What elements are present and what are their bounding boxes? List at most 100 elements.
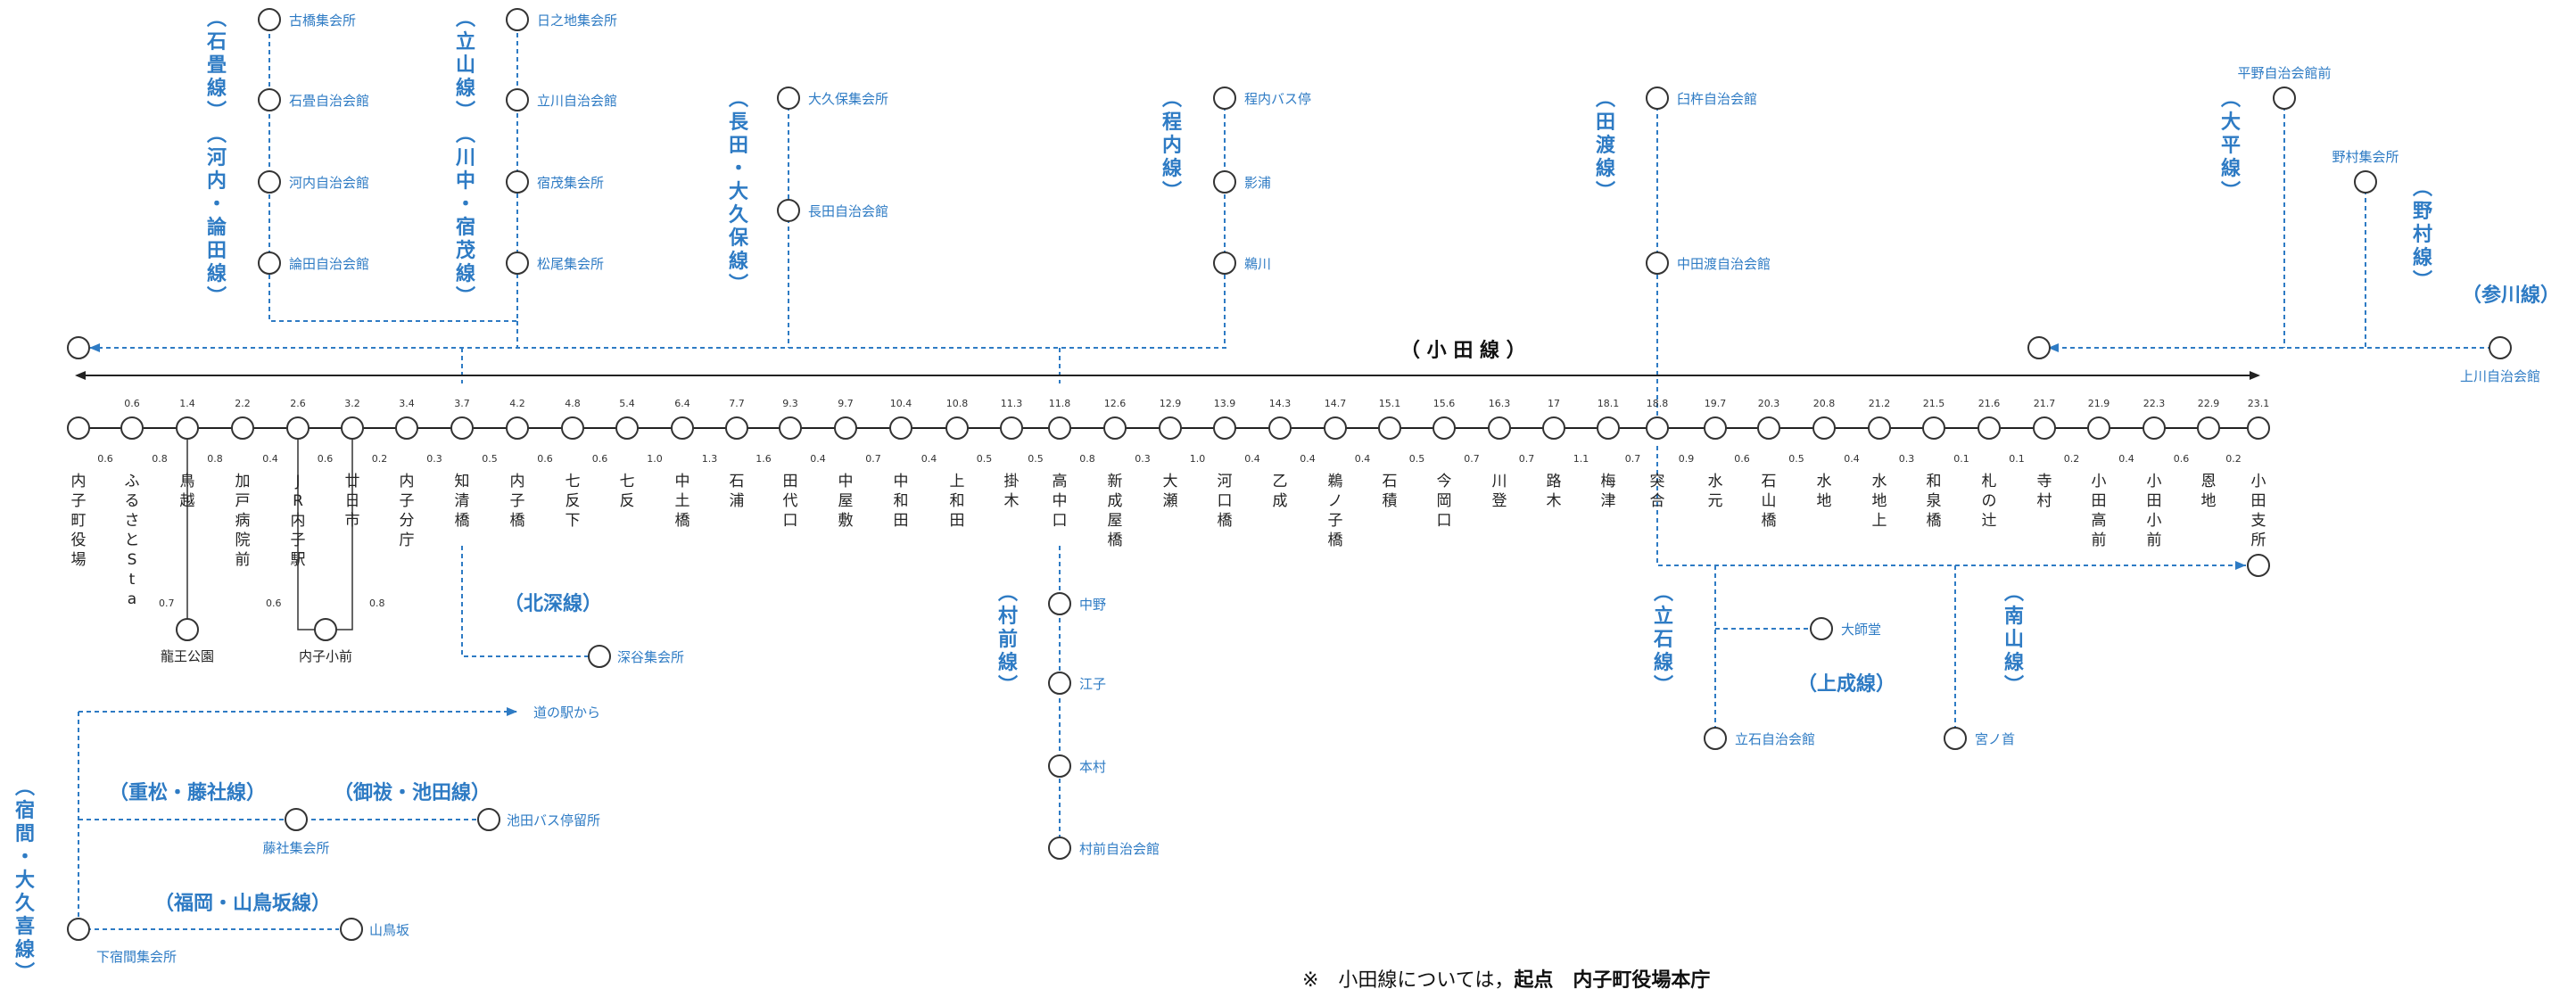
station-fujisha[interactable] (285, 808, 308, 831)
station-km: 3.7 (454, 398, 470, 409)
station-tateishi[interactable] (1704, 727, 1727, 750)
station-34[interactable] (1922, 416, 1945, 440)
station-31[interactable] (1757, 416, 1780, 440)
station-ishidatami[interactable] (258, 88, 281, 111)
station-27[interactable] (1542, 416, 1565, 440)
arrow-right-icon (507, 707, 517, 716)
station-33[interactable] (1868, 416, 1891, 440)
arrow-left-icon (2048, 343, 2059, 352)
station-1[interactable] (120, 416, 144, 440)
station-23[interactable] (1324, 416, 1347, 440)
line-label-fukuoka: （福岡・山鳥坂線） (154, 892, 331, 915)
station-eko[interactable] (1048, 672, 1071, 695)
segment-distance: 0.1 (2009, 453, 2025, 465)
station-24[interactable] (1378, 416, 1401, 440)
station-muramae[interactable] (1048, 837, 1071, 860)
station-name: 川登 (1492, 473, 1507, 510)
station-name: 札の辻 (1982, 473, 1997, 530)
uchikoshou-link (297, 439, 353, 630)
station-18[interactable] (1048, 416, 1071, 440)
station-hodouchi[interactable] (1213, 87, 1236, 110)
segment-distance: 0.4 (1355, 453, 1371, 465)
segment-distance: 0.8 (152, 453, 168, 465)
station-5[interactable] (341, 416, 364, 440)
station-8[interactable] (506, 416, 529, 440)
station-name: 鵜ノ子橋 (1328, 473, 1343, 549)
station-28[interactable] (1597, 416, 1620, 440)
station-4[interactable] (286, 416, 310, 440)
station-10[interactable] (615, 416, 639, 440)
station-32[interactable] (1812, 416, 1836, 440)
station-ikeda[interactable] (477, 808, 500, 831)
upper-left-terminal[interactable] (67, 336, 90, 359)
station-km: 20.8 (1813, 398, 1836, 409)
station-km: 3.4 (399, 398, 415, 409)
station-7[interactable] (450, 416, 474, 440)
station-0[interactable] (67, 416, 90, 440)
station-hirano[interactable] (2273, 87, 2296, 110)
station-km: 13.9 (1214, 398, 1236, 409)
stop-label: 古橋集会所 (289, 12, 356, 29)
station-shukumo[interactable] (506, 170, 529, 194)
station-daishido[interactable] (1810, 617, 1833, 640)
station-36[interactable] (2033, 416, 2056, 440)
station-14[interactable] (834, 416, 857, 440)
station-39[interactable] (2197, 416, 2220, 440)
station-ookubo[interactable] (777, 87, 800, 110)
station-nakatawatari[interactable] (1646, 251, 1669, 275)
station-furuhashi[interactable] (258, 8, 281, 31)
station-nomura[interactable] (2354, 170, 2377, 194)
station-oda-shisho-return[interactable] (2247, 554, 2270, 577)
station-ryuo-park[interactable] (176, 618, 199, 641)
station-25[interactable] (1432, 416, 1456, 440)
station-6[interactable] (395, 416, 418, 440)
stop-label: 中野 (1079, 597, 1106, 613)
station-nakano[interactable] (1048, 592, 1071, 615)
station-honmura[interactable] (1048, 754, 1071, 778)
station-ronden[interactable] (258, 251, 281, 275)
segment-distance: 0.7 (1519, 453, 1535, 465)
station-21[interactable] (1213, 416, 1236, 440)
station-22[interactable] (1268, 416, 1292, 440)
segment-distance: 0.5 (482, 453, 498, 465)
station-miyanokubi[interactable] (1944, 727, 1967, 750)
station-16[interactable] (945, 416, 969, 440)
station-29[interactable] (1646, 416, 1669, 440)
station-shimoshukuma[interactable] (67, 918, 90, 941)
station-matsuo[interactable] (506, 251, 529, 275)
station-9[interactable] (561, 416, 584, 440)
station-name: 水地 (1817, 473, 1832, 510)
station-hinochi[interactable] (506, 8, 529, 31)
station-38[interactable] (2143, 416, 2166, 440)
sangawa-terminal[interactable] (2027, 336, 2051, 359)
station-2[interactable] (176, 416, 199, 440)
station-yamatosaka[interactable] (340, 918, 363, 941)
station-nagata[interactable] (777, 199, 800, 222)
footnote-text: ※ 小田線については， (1302, 969, 1514, 989)
station-3[interactable] (231, 416, 254, 440)
station-35[interactable] (1977, 416, 2001, 440)
station-km: 22.9 (2198, 398, 2220, 409)
station-30[interactable] (1704, 416, 1727, 440)
station-20[interactable] (1159, 416, 1182, 440)
station-usuki[interactable] (1646, 87, 1669, 110)
segment-distance: 1.1 (1573, 453, 1589, 465)
station-15[interactable] (889, 416, 912, 440)
station-kawauchi[interactable] (258, 170, 281, 194)
station-uchiko-sho[interactable] (314, 618, 337, 641)
station-13[interactable] (779, 416, 802, 440)
station-37[interactable] (2087, 416, 2110, 440)
station-ugawa[interactable] (1213, 251, 1236, 275)
station-fukaya[interactable] (588, 645, 611, 668)
segment-distance: 0.7 (1625, 453, 1641, 465)
station-19[interactable] (1103, 416, 1127, 440)
station-name: 寺村 (2037, 473, 2052, 510)
station-12[interactable] (725, 416, 748, 440)
station-kamikawa[interactable] (2489, 336, 2512, 359)
station-17[interactable] (1000, 416, 1023, 440)
station-tachikawa[interactable] (506, 88, 529, 111)
station-kageura[interactable] (1213, 170, 1236, 194)
station-40[interactable] (2247, 416, 2270, 440)
station-26[interactable] (1488, 416, 1511, 440)
station-11[interactable] (671, 416, 694, 440)
